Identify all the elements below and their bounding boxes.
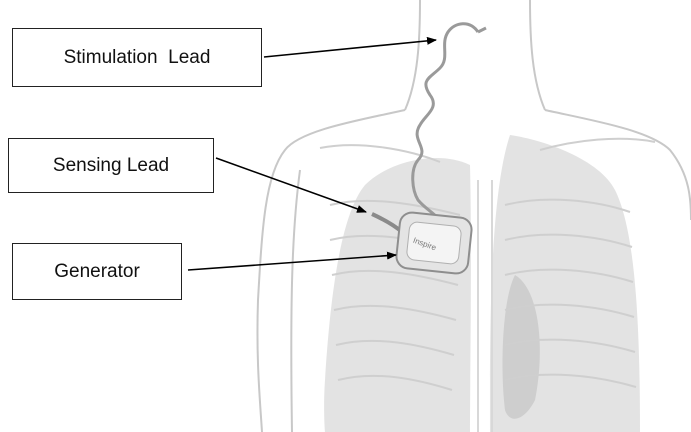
generator-device: Inspire — [395, 211, 472, 274]
stimulation-lead-label: Stimulation Lead — [12, 28, 262, 87]
sensing-lead-text: Sensing Lead — [53, 155, 169, 177]
left-lung — [324, 158, 471, 432]
generator-text: Generator — [54, 261, 140, 283]
stimulation-lead-text: Stimulation Lead — [64, 47, 211, 69]
arrow-sensing-lead — [216, 158, 366, 212]
generator-label: Generator — [12, 243, 182, 300]
arrow-stimulation-lead — [264, 40, 436, 57]
sensing-lead-label: Sensing Lead — [8, 138, 214, 193]
lungs — [324, 135, 640, 432]
